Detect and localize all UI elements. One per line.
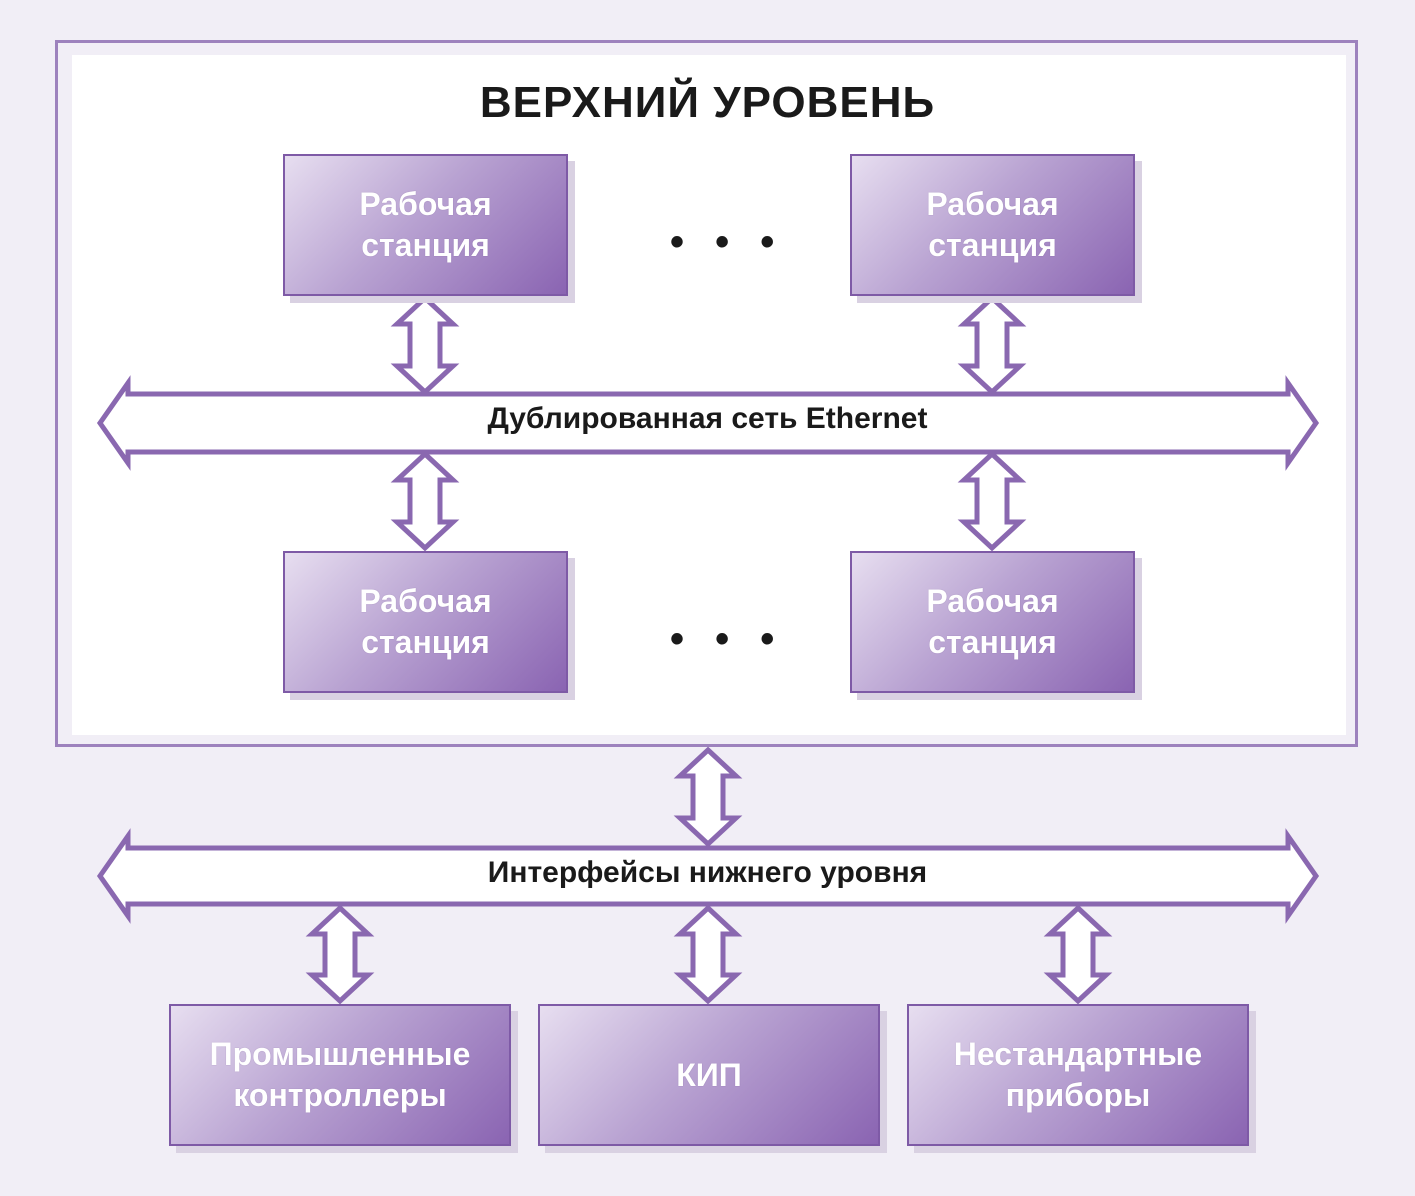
controllers-link-arrow xyxy=(305,904,375,1005)
workstation-bottom-left: Рабочая станция xyxy=(283,551,568,693)
workstation-label-line1: Рабочая xyxy=(926,583,1059,619)
workstation-label-line2: станция xyxy=(361,227,490,263)
device-label-line1: Промышленные xyxy=(209,1036,471,1072)
workstation-label-line1: Рабочая xyxy=(359,583,492,619)
workstation-label-line1: Рабочая xyxy=(359,186,492,222)
workstation-bottom-right: Рабочая станция xyxy=(850,551,1135,693)
device-label-line1: КИП xyxy=(676,1056,742,1093)
device-nonstandard-instruments: Нестандартные приборы xyxy=(907,1004,1249,1146)
lower-bus-arrow xyxy=(96,828,1320,924)
kip-link-arrow xyxy=(673,904,743,1005)
workstation-label-line2: станция xyxy=(928,227,1057,263)
device-industrial-controllers: Промышленные контроллеры xyxy=(169,1004,511,1146)
ws-bottom-right-link-arrow xyxy=(957,450,1027,552)
device-label-line2: приборы xyxy=(1005,1077,1151,1113)
ws-bottom-left-link-arrow xyxy=(390,450,460,552)
lower-bus-label: Интерфейсы нижнего уровня xyxy=(487,856,928,889)
ethernet-bus-label: Дублированная сеть Ethernet xyxy=(487,402,928,435)
device-kip: КИП xyxy=(538,1004,880,1146)
workstation-label-line2: станция xyxy=(928,624,1057,660)
ws-top-left-link-arrow xyxy=(390,294,460,396)
upper-level-title: ВЕРХНИЙ УРОВЕНЬ xyxy=(479,78,936,127)
workstation-top-left: Рабочая станция xyxy=(283,154,568,296)
workstation-label-line1: Рабочая xyxy=(926,186,1059,222)
ellipsis-bottom: • • • xyxy=(670,617,785,661)
ethernet-bus-arrow xyxy=(96,375,1320,471)
device-label-line1: Нестандартные xyxy=(953,1036,1203,1072)
ellipsis-top: • • • xyxy=(670,220,785,264)
workstation-label-line2: станция xyxy=(361,624,490,660)
ws-top-right-link-arrow xyxy=(957,294,1027,396)
workstation-top-right: Рабочая станция xyxy=(850,154,1135,296)
upper-to-lower-link-arrow xyxy=(673,746,743,848)
nonstandard-link-arrow xyxy=(1043,904,1113,1005)
device-label-line2: контроллеры xyxy=(233,1077,447,1113)
